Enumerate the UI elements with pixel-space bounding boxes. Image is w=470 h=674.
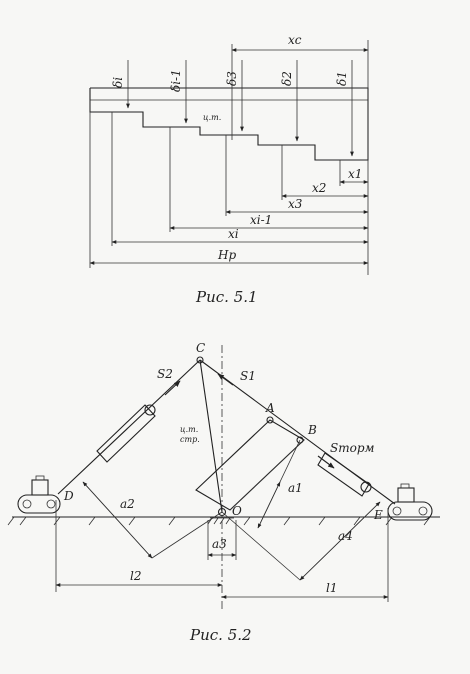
point-c-label: C xyxy=(196,341,205,355)
point-d-label: D xyxy=(63,489,74,503)
a2-label: a2 xyxy=(120,497,135,511)
left-cylinder xyxy=(96,404,156,463)
hp-label: Hp xyxy=(217,248,236,262)
sterm-label: Sторм xyxy=(330,441,375,455)
ct-line-2: стр. xyxy=(180,435,200,444)
node-a xyxy=(266,416,274,424)
pivot-o xyxy=(217,507,227,517)
right-tractor xyxy=(387,483,433,521)
right-cylinder xyxy=(317,452,370,497)
node-b xyxy=(296,436,304,444)
point-o-label: O xyxy=(232,504,242,518)
sterm-arrow xyxy=(317,455,335,469)
pivot-hatching xyxy=(207,517,234,525)
a3-label: a3 xyxy=(212,537,227,551)
s1-label: S1 xyxy=(240,369,256,383)
left-cylinder-joint xyxy=(144,404,156,416)
s1-arrow xyxy=(217,373,234,386)
a2-dimension xyxy=(82,481,153,559)
figure-5-1-caption: Рис. 5.1 xyxy=(195,288,258,306)
s2-label: S2 xyxy=(157,367,173,381)
point-a-label: A xyxy=(265,401,275,415)
a1-dimension xyxy=(257,481,281,529)
rope-s2 xyxy=(57,359,201,495)
mast xyxy=(199,359,223,513)
delta-2-label: δ2 xyxy=(280,71,294,86)
ct-line-1: ц.т. xyxy=(180,425,198,434)
stepped-block xyxy=(89,87,369,161)
arm-a4-base xyxy=(221,511,301,581)
delta-3-label: δ3 xyxy=(225,71,239,86)
x3-label: x3 xyxy=(288,197,303,211)
figure-5-2-caption: Рис. 5.2 xyxy=(189,626,252,644)
delta-i-label: δi xyxy=(111,77,125,88)
figure-5-1: xc δi δi-1 δ3 δ2 δ1 ц.т. x1 x2 x3 xi-1 x… xyxy=(89,33,369,306)
structure-edge xyxy=(229,439,305,511)
delta-1-label: δ1 xyxy=(335,71,349,86)
l1-label: l1 xyxy=(326,581,337,595)
l2-label: l2 xyxy=(130,569,141,583)
a4-label: a4 xyxy=(338,529,353,543)
s2-arrow xyxy=(164,380,181,396)
a4-dimension xyxy=(299,501,381,581)
point-b-label: B xyxy=(307,423,317,437)
x2-label: x2 xyxy=(312,181,326,195)
figure-5-2: C A B D E O S2 S1 Sторм ц.т. стр. a2 a1 … xyxy=(7,341,440,644)
center-of-gravity-label: ц.т. xyxy=(203,113,221,122)
right-cylinder-joint xyxy=(360,481,372,493)
arm-a2-perp xyxy=(151,511,223,559)
node-c xyxy=(196,356,204,364)
xc-label: xc xyxy=(288,33,302,47)
point-e-label: E xyxy=(373,508,383,522)
delta-i-1-label: δi-1 xyxy=(169,69,183,92)
a1-label: a1 xyxy=(288,481,303,495)
x1-label: x1 xyxy=(348,167,362,181)
xi-label: xi xyxy=(228,227,239,241)
left-tractor xyxy=(17,475,61,514)
xi-1-label: xi-1 xyxy=(250,213,272,227)
